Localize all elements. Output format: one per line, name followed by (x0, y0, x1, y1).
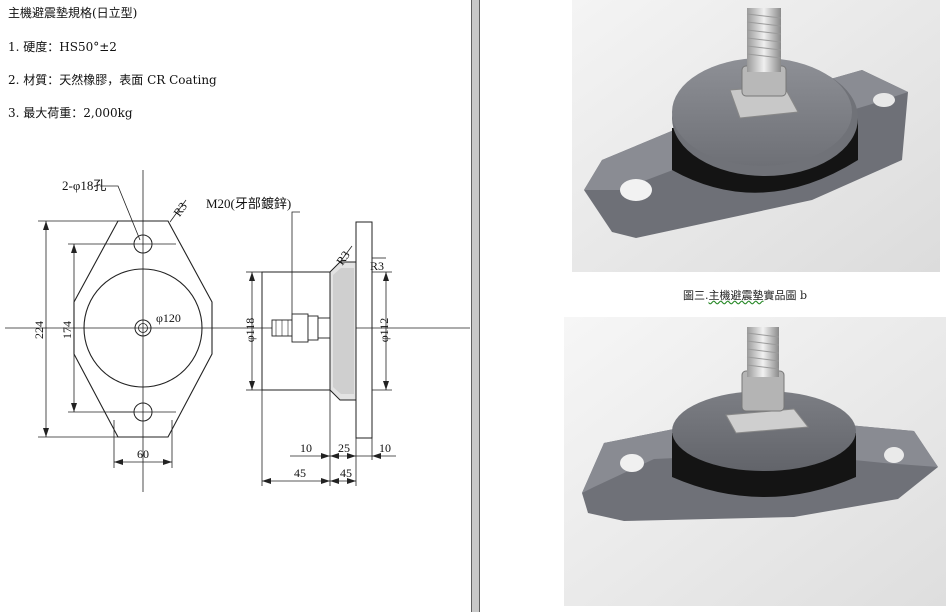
hole-label: 2-φ18孔 (62, 178, 106, 193)
page-divider (471, 0, 480, 612)
product-photo-bottom (564, 317, 946, 606)
dim-60: 60 (137, 447, 149, 461)
dim-45a: 45 (294, 466, 306, 480)
caption-prefix: 圖三. (683, 289, 709, 302)
dim-10b: 10 (379, 441, 391, 455)
dim-25: 25 (338, 441, 350, 455)
radius-label-front: R3 (170, 200, 190, 220)
dim-118: φ118 (243, 318, 257, 342)
radius-label-side-2: R3 (370, 259, 384, 273)
spec-title: 主機避震墊規格(日立型) (8, 6, 138, 20)
dim-45b: 45 (340, 466, 352, 480)
spec-material: 2. 材質：天然橡膠，表面 CR Coating (8, 73, 217, 87)
dim-174: 174 (60, 321, 74, 339)
radius-label-side-1: R3 (333, 248, 353, 268)
photo-caption: 圖三.主機避震墊實品圖 b (683, 287, 807, 303)
thread-label: M20(牙部鍍鋅) (206, 196, 291, 211)
caption-main: 主機避震墊 (708, 289, 764, 302)
spec-hardness: 1. 硬度：HS50°±2 (8, 40, 117, 54)
spec-page: 主機避震墊規格(日立型) 1. 硬度：HS50°±2 2. 材質：天然橡膠，表面… (0, 0, 471, 612)
product-photo-top (572, 0, 940, 272)
dim-10a: 10 (300, 441, 312, 455)
dim-224: 224 (32, 321, 46, 339)
caption-suffix: 實品圖 b (763, 289, 808, 302)
dim-112: φ112 (377, 318, 391, 342)
spec-max-load: 3. 最大荷重：2,000kg (8, 106, 133, 120)
dim-120: φ120 (156, 311, 181, 325)
rubber-disc (83, 268, 203, 388)
technical-drawing: 2-φ18孔 R3 224 174 φ120 60 (5, 170, 470, 492)
